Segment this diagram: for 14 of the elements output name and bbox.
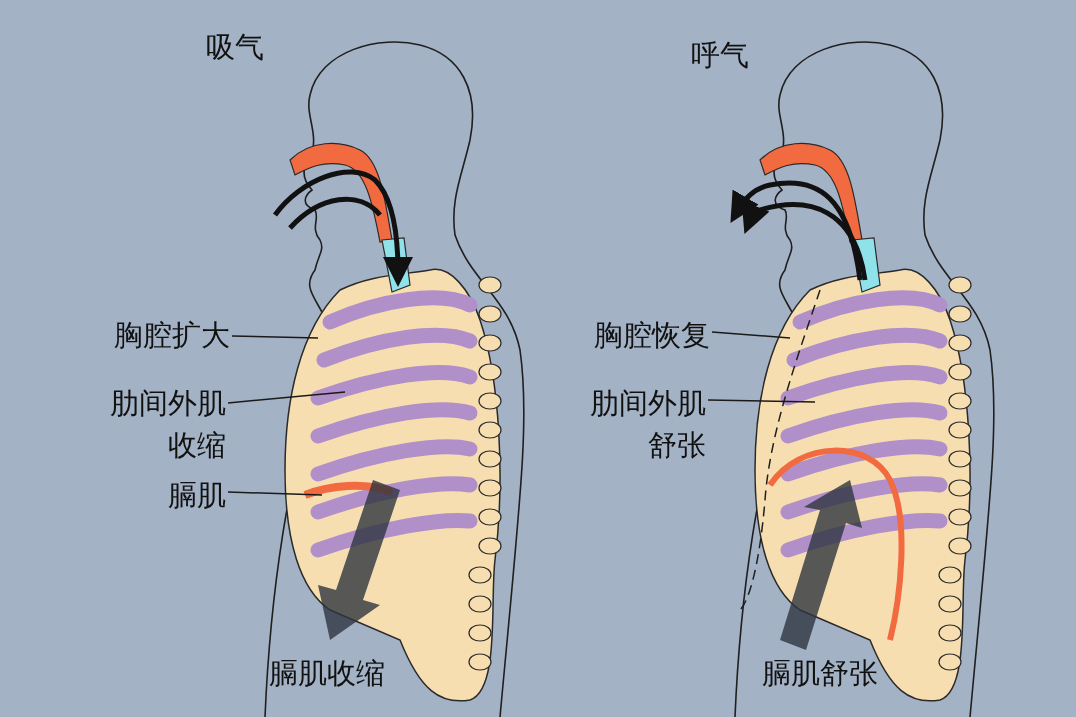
panel-title: 吸气	[205, 29, 265, 66]
leader-line	[711, 331, 791, 339]
callout-label: 肋间外肌收缩	[109, 385, 226, 464]
callout-label: 肋间外肌舒张	[589, 385, 706, 464]
leader-line	[227, 391, 346, 404]
callout-label: 胸腔扩大	[113, 317, 230, 354]
callout-label: 膈肌	[167, 477, 226, 514]
caption-label: 膈肌舒张	[761, 655, 879, 692]
caption-label: 膈肌收缩	[268, 655, 386, 692]
callout-label: 胸腔恢复	[593, 317, 710, 354]
panel-title: 呼气	[690, 37, 750, 74]
leader-line	[231, 335, 319, 339]
leader-line	[707, 399, 816, 403]
leader-line	[227, 491, 323, 496]
